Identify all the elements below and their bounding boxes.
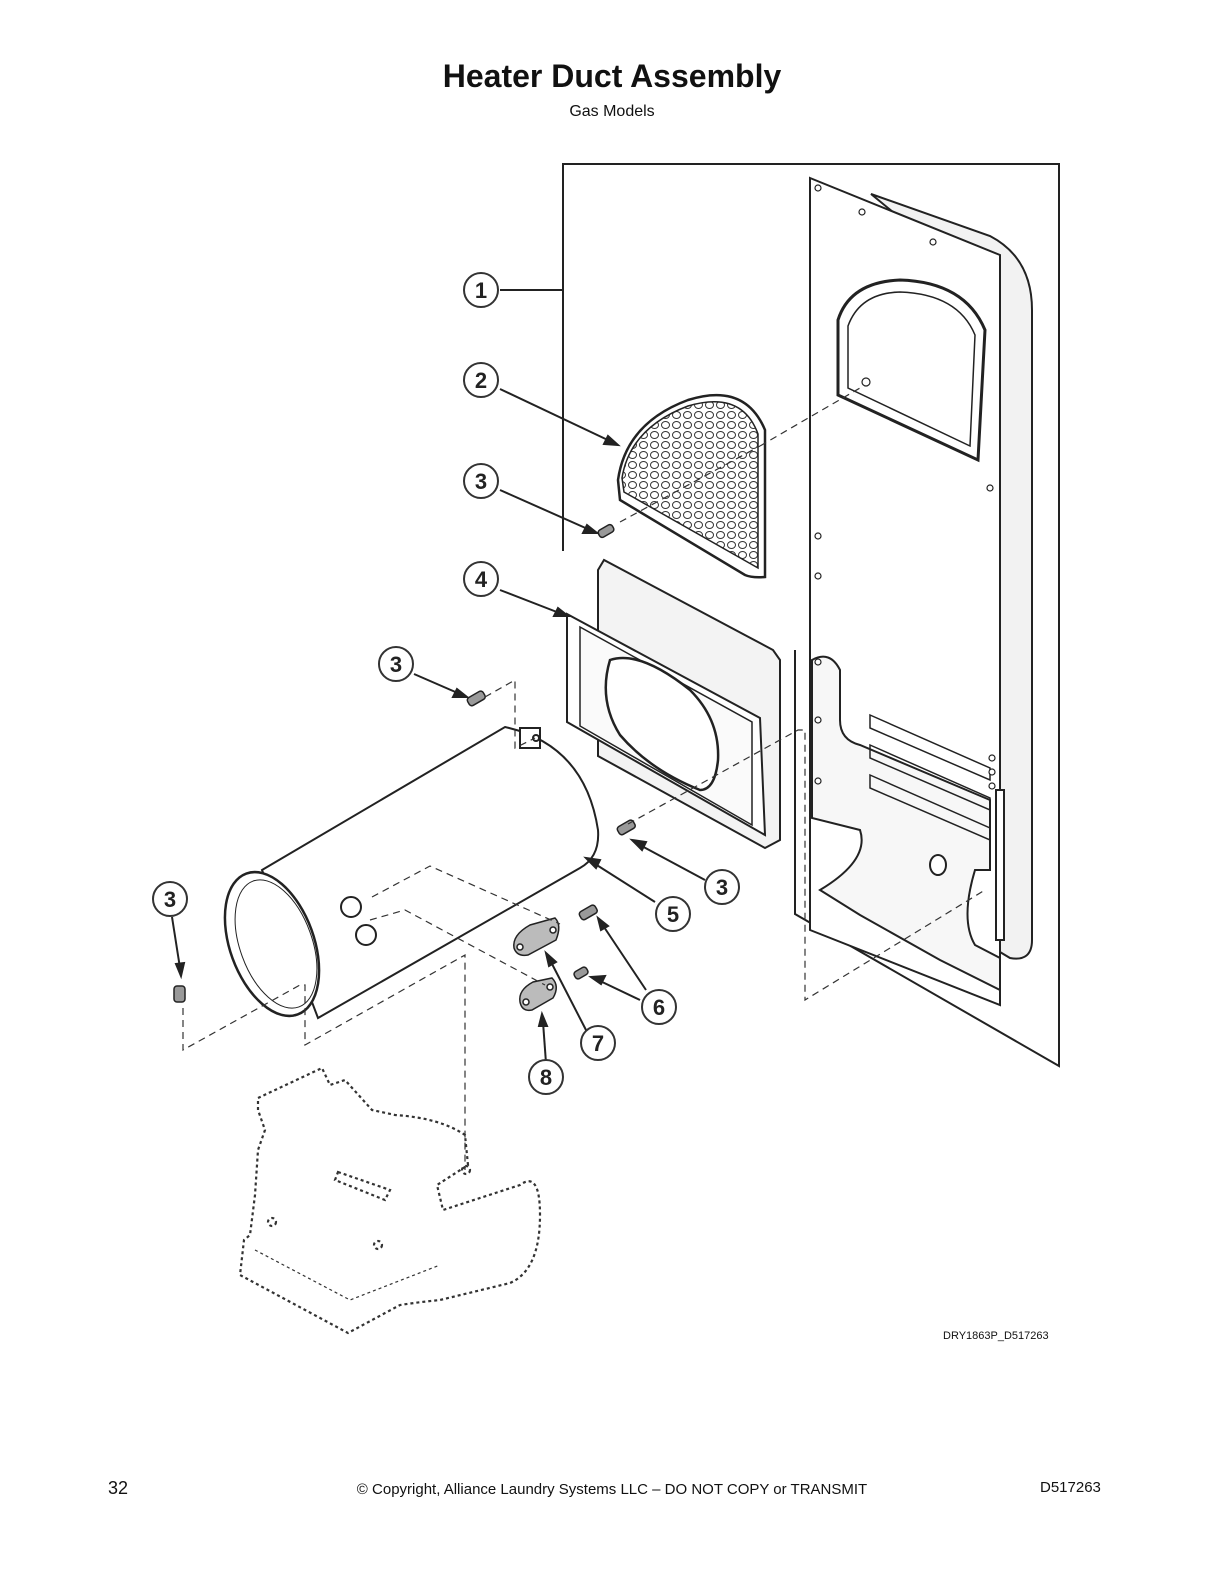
rear-panel-frame [562,163,1060,1068]
bulkhead-slots [869,713,991,842]
rear-bulkhead-plate [809,176,1033,1007]
drawing-id: DRY1863P_D517263 [943,1330,1049,1342]
thermostat-7 [513,917,560,957]
copyright-notice: © Copyright, Alliance Laundry Systems LL… [356,1481,868,1498]
base-assembly-ghost [238,1066,542,1335]
callout-bubble-7: 7 [580,1025,616,1061]
svg-text:3: 3 [716,875,728,900]
screws [173,523,636,1003]
callout-bubble-3a: 3 [463,463,499,499]
page-title: Heater Duct Assembly [442,58,782,94]
callout-bubble-3c: 3 [704,869,740,905]
svg-text:4: 4 [475,567,488,592]
alignment-lines [182,387,986,1170]
callout-bubble-1: 1 [463,272,499,308]
svg-text:3: 3 [475,469,487,494]
heater-duct-cylinder [223,725,600,1020]
callout-bubble-3d: 3 [152,881,188,917]
svg-text:8: 8 [540,1065,552,1090]
callout-bubble-2: 2 [463,362,499,398]
svg-text:2: 2 [475,368,487,393]
svg-text:5: 5 [667,902,679,927]
callout-bubble-6: 6 [641,989,677,1025]
callout-bubble-3b: 3 [378,646,414,682]
callout-bubble-8: 8 [528,1059,564,1095]
bulkhead-mounting-holes [814,184,996,790]
page-subtitle: Gas Models [569,103,655,120]
document-number: D517263 [1040,1479,1101,1496]
svg-text:3: 3 [164,887,176,912]
leader-lines [171,289,706,1064]
svg-text:7: 7 [592,1031,604,1056]
svg-text:3: 3 [390,652,402,677]
svg-text:6: 6 [653,995,665,1020]
lint-screen [616,393,767,579]
callout-bubble-5: 5 [655,896,691,932]
duct-adapter [566,558,781,850]
callout-bubble-4: 4 [463,561,499,597]
page-number: 32 [108,1478,129,1498]
svg-text:1: 1 [475,278,487,303]
thermostat-8 [519,977,557,1012]
